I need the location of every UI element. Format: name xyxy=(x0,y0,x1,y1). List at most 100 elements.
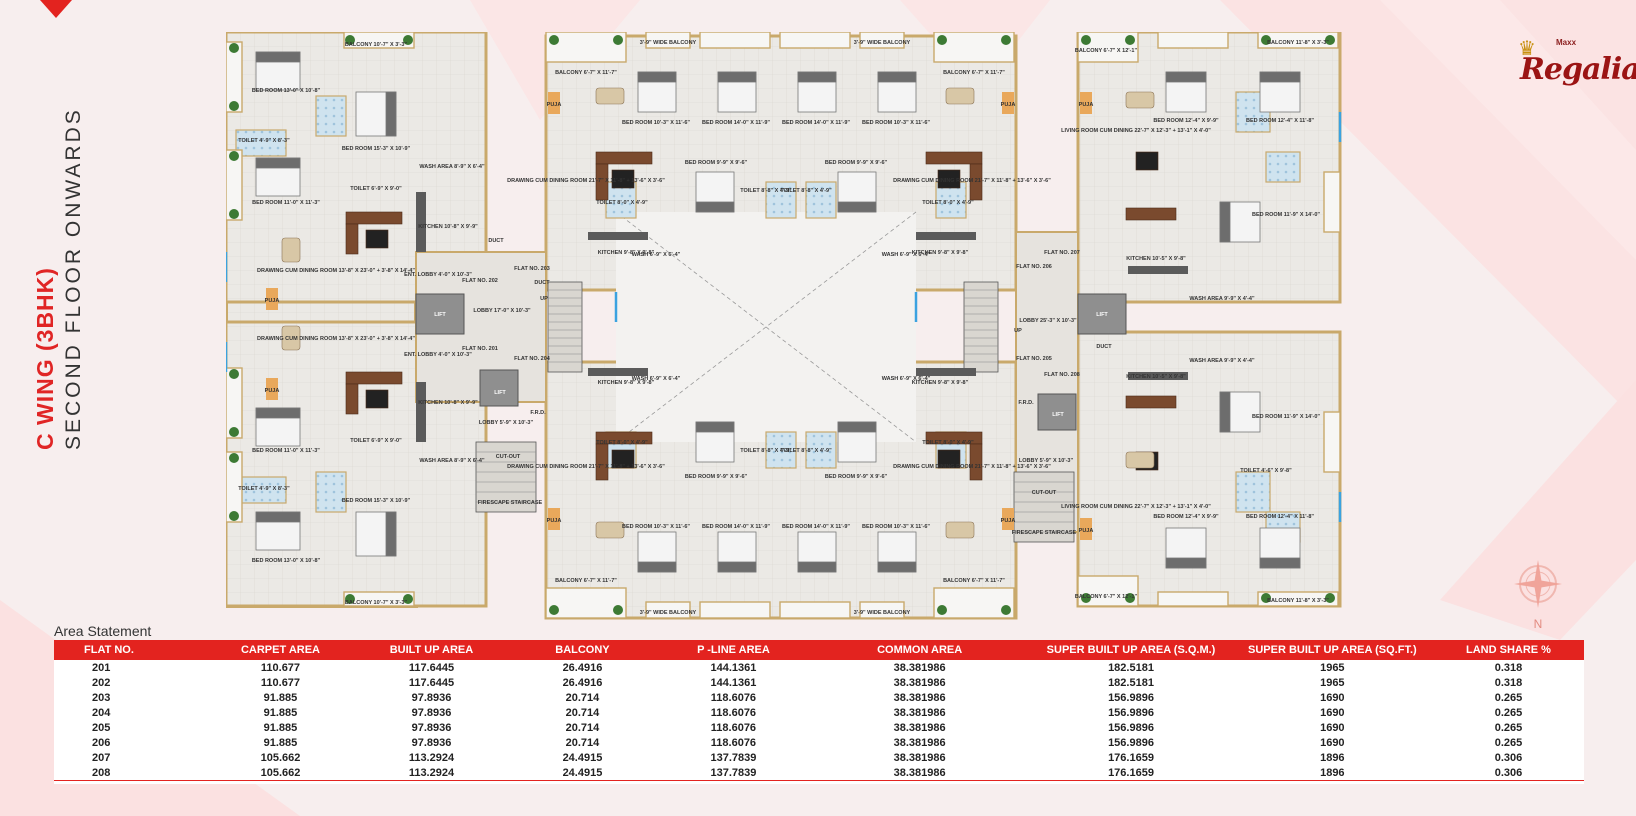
label-toilet: TOILET 4'-6" X 9'-8" xyxy=(1240,468,1292,474)
label-puja: PUJA xyxy=(265,388,280,394)
label-up: UP xyxy=(1014,328,1022,334)
table-cell: 97.8936 xyxy=(411,691,452,704)
label-bed-room: BED ROOM 9'-9" X 9'-6" xyxy=(685,160,748,166)
label-balcony: 3'-9" WIDE BALCONY xyxy=(640,40,697,46)
label-bed-room: BED ROOM 14'-0" X 11'-9" xyxy=(702,524,770,530)
logo-name: Regalia xyxy=(1520,52,1636,87)
label-bed-room: BED ROOM 15'-3" X 10'-9" xyxy=(342,498,411,504)
label-balcony: BALCONY 6'-7" X 11'-7" xyxy=(943,578,1005,584)
label-lobby: LOBBY 5'-9" X 10'-3" xyxy=(479,420,534,426)
area-statement-table: FLAT NO. CARPET AREA BUILT UP AREA BALCO… xyxy=(54,640,1584,781)
table-cell: 206 xyxy=(92,736,111,749)
label-lobby: LOBBY 5'-9" X 10'-3" xyxy=(1019,458,1074,464)
table-cell: 117.6445 xyxy=(408,661,455,674)
label-wash: WASH 6'-9" X 6'-4" xyxy=(632,252,681,258)
label-wash: WASH 6'-9" X 6'-4" xyxy=(632,376,681,382)
block-right-upper xyxy=(1076,32,1342,304)
label-puja: PUJA xyxy=(265,298,280,304)
label-duct: DUCT xyxy=(488,238,504,244)
table-cell: 113.2924 xyxy=(408,751,455,764)
table-cell: 20.714 xyxy=(565,721,600,734)
table-cell: 118.6076 xyxy=(710,706,757,719)
label-toilet: TOILET 8'-8" X 4'-9" xyxy=(780,188,832,194)
table-cell: 1690 xyxy=(1320,721,1345,734)
dining-tables xyxy=(281,87,1155,539)
table-cell: 1965 xyxy=(1320,661,1345,674)
table-cell: 0.265 xyxy=(1494,736,1523,749)
label-drawing: DRAWING CUM DINING ROOM 13'-8" X 23'-0" … xyxy=(257,336,415,342)
label-balcony: BALCONY 6'-7" X 12'-1" xyxy=(1075,48,1138,54)
label-bed-room: BED ROOM 10'-3" X 11'-6" xyxy=(862,524,930,530)
floor-plan: BED ROOM 13'-0" X 10'-8" BED ROOM 15'-3"… xyxy=(226,32,1342,620)
corner-triangle-icon xyxy=(40,0,72,18)
page-title: C WING (3BHK) SECOND FLOOR ONWARDS xyxy=(30,90,110,450)
label-toilet: TOILET 8'-8" X 4'-9" xyxy=(740,448,792,454)
label-puja: PUJA xyxy=(547,102,562,108)
label-bed-room: BED ROOM 15'-3" X 10'-9" xyxy=(342,146,411,152)
table-cell: 203 xyxy=(92,691,111,704)
label-bed-room: BED ROOM 9'-9" X 9'-6" xyxy=(825,160,888,166)
beds xyxy=(255,51,1301,573)
table-cell: 1965 xyxy=(1320,676,1345,689)
column-header: SUPER BUILT UP AREA (S.Q.M.) xyxy=(1030,640,1232,660)
label-toilet: TOILET 6'-9" X 9'-0" xyxy=(350,186,402,192)
logo-maxx: Maxx xyxy=(1556,38,1577,47)
column-header: P -LINE AREA xyxy=(657,640,809,660)
label-puja: PUJA xyxy=(1001,102,1016,108)
balconies xyxy=(226,32,1341,619)
table-cell: 207 xyxy=(92,751,111,764)
label-flat-208: FLAT NO. 208 xyxy=(1044,372,1080,378)
label-drawing: DRAWING CUM DINING ROOM 21'-7" X 11'-8" … xyxy=(893,178,1051,184)
table-cell: 97.8936 xyxy=(411,706,452,719)
kitchen-counters xyxy=(416,192,1188,442)
table-cell: 97.8936 xyxy=(411,736,452,749)
table-cell: 156.9896 xyxy=(1108,721,1154,734)
label-balcony: BALCONY 6'-7" X 12'-1" xyxy=(1075,594,1138,600)
label-flat-207: FLAT NO. 207 xyxy=(1044,250,1080,256)
label-duct: DUCT xyxy=(1096,344,1112,350)
lift-right xyxy=(1077,293,1127,335)
label-balcony: 3'-9" WIDE BALCONY xyxy=(854,40,911,46)
table-cell: 0.306 xyxy=(1494,751,1523,764)
table-cell: 20.714 xyxy=(565,691,600,704)
label-toilet: TOILET 4'-9" X 8'-3" xyxy=(238,138,290,144)
table-cell: 91.885 xyxy=(263,721,298,734)
table-cell: 205 xyxy=(92,721,111,734)
table-cell: 156.9896 xyxy=(1108,736,1154,749)
label-balcony: BALCONY 6'-7" X 11'-7" xyxy=(555,70,617,76)
lift-left xyxy=(415,293,465,335)
column-header: CARPET AREA xyxy=(204,640,356,660)
label-bed-room: BED ROOM 12'-4" X 9'-9" xyxy=(1153,514,1219,520)
table-cell: 0.265 xyxy=(1494,691,1523,704)
label-toilet: TOILET 6'-9" X 9'-0" xyxy=(350,438,402,444)
table-cell: 1690 xyxy=(1320,736,1345,749)
table-cell: 91.885 xyxy=(263,706,298,719)
label-bed-room: BED ROOM 11'-9" X 14'-0" xyxy=(1252,414,1320,420)
label-bed-room: BED ROOM 11'-0" X 11'-3" xyxy=(252,448,320,454)
label-puja: PUJA xyxy=(1079,528,1094,534)
table-cell: 1690 xyxy=(1320,706,1345,719)
label-bed-room: BED ROOM 12'-4" X 9'-9" xyxy=(1153,118,1219,124)
label-duct: DUCT xyxy=(534,280,550,286)
table-cell: 0.318 xyxy=(1494,676,1523,689)
label-flat-203: FLAT NO. 203 xyxy=(514,266,550,272)
table-cell: 117.6445 xyxy=(408,676,455,689)
brand-logo: ♛ Maxx Regalia xyxy=(1508,30,1636,100)
label-flat-201: FLAT NO. 201 xyxy=(462,346,498,352)
label-toilet: TOILET 8'-0" X 4'-9" xyxy=(922,200,974,206)
label-living: LIVING ROOM CUM DINING 22'-7" X 12'-3" +… xyxy=(1061,504,1211,510)
table-cell: 156.9896 xyxy=(1108,691,1154,704)
label-balcony: BALCONY 11'-8" X 3'-3" xyxy=(1267,598,1329,604)
table-cell: 110.677 xyxy=(260,676,301,689)
table-cell: 118.6076 xyxy=(710,736,757,749)
label-bed-room: BED ROOM 9'-9" X 9'-6" xyxy=(685,474,748,480)
label-lift: LIFT xyxy=(1052,412,1064,418)
staircase xyxy=(475,281,1075,543)
